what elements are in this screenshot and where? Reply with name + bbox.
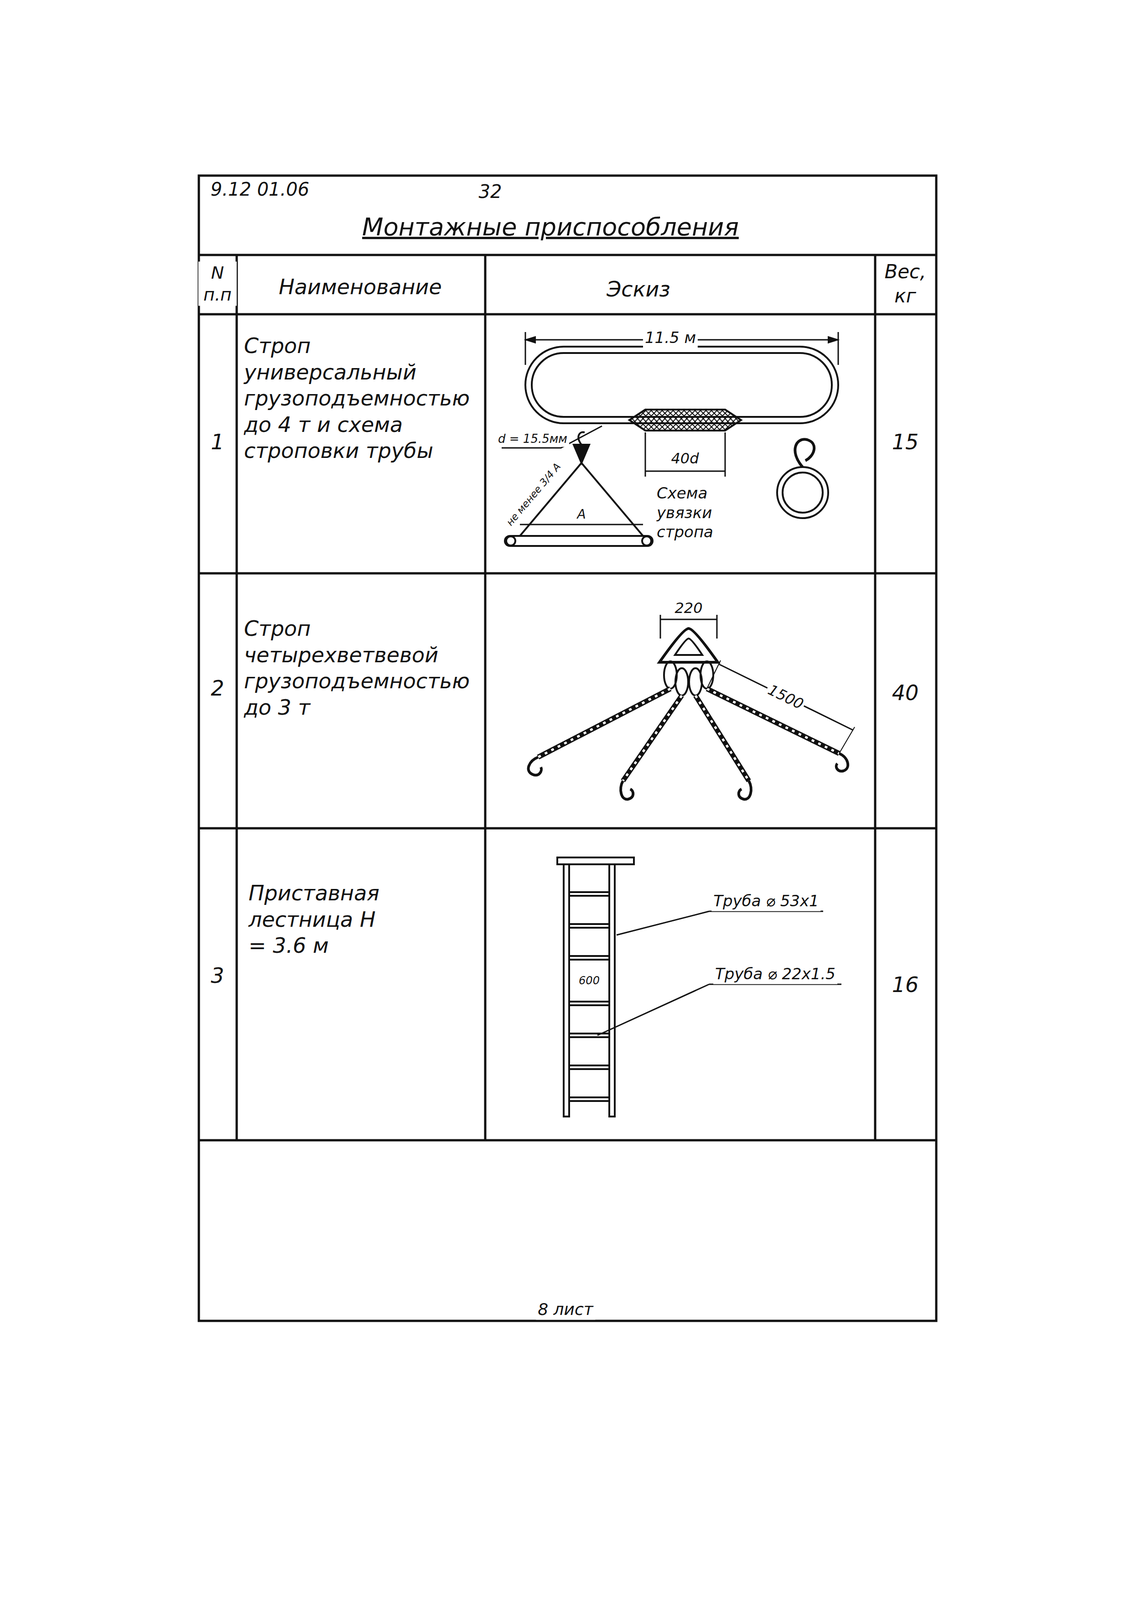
row-number: 3 xyxy=(208,962,226,990)
universal-sling-sketch-part xyxy=(629,409,742,431)
dimension: 11.5 м xyxy=(643,327,698,348)
ladder-sketch-part xyxy=(563,864,570,1117)
four-branch-sling-sketch-part xyxy=(659,628,718,663)
four-branch-sling-sketch-part xyxy=(839,726,855,754)
column-header: Наименование xyxy=(276,273,444,301)
sketch-caption: Схема увязки стропа xyxy=(656,483,762,542)
item-weight: 15 xyxy=(890,428,921,457)
page-number: 32 xyxy=(477,179,504,204)
four-branch-sling-sketch-part-part xyxy=(620,780,633,799)
dimension: А xyxy=(575,505,588,523)
universal-sling-sketch-part xyxy=(506,536,516,546)
four-branch-sling-sketch-part-part xyxy=(538,688,671,758)
universal-sling-sketch-part xyxy=(524,332,527,365)
table-frame-part xyxy=(198,827,937,830)
table-frame-part xyxy=(198,1139,937,1142)
four-branch-sling-sketch-part xyxy=(706,660,721,689)
part-note: Труба ⌀ 22x1.5 xyxy=(713,963,838,985)
universal-sling-sketch-part xyxy=(578,432,585,445)
dimension: 220 xyxy=(672,598,705,618)
table-frame-part xyxy=(198,175,937,1321)
column-header: Вес, кг xyxy=(878,259,933,309)
table-frame-part xyxy=(235,254,239,1141)
four-branch-sling-sketch-part xyxy=(716,614,718,639)
column-header: N п.п xyxy=(198,261,237,307)
sheet-footer: 8 лист xyxy=(535,1298,596,1320)
ladder-sketch-part xyxy=(616,911,824,935)
four-branch-sling-sketch-part xyxy=(674,638,703,655)
table-frame xyxy=(198,175,937,1321)
ladder-sketch-part xyxy=(609,864,615,1117)
universal-sling-sketch-part xyxy=(837,332,840,365)
sheet-code: 9.12 01.06 xyxy=(208,177,312,202)
ladder-sketch-part xyxy=(569,1065,610,1069)
dimension: 1500 xyxy=(763,679,809,715)
universal-sling-sketch-part xyxy=(645,470,726,473)
four-branch-sling-sketch-part-part xyxy=(622,695,682,781)
four-branch-sling-sketch-part-part xyxy=(538,688,671,758)
four-branch-sling-sketch-part xyxy=(660,618,717,621)
four-branch-sling-sketch-part-part xyxy=(528,757,542,775)
item-weight: 16 xyxy=(890,971,921,999)
universal-sling-sketch-part xyxy=(794,439,815,467)
table-frame-part xyxy=(484,254,487,1141)
ladder-sketch-part xyxy=(569,892,610,896)
universal-sling-sketch-part xyxy=(504,535,653,546)
four-branch-sling-sketch-part xyxy=(700,661,714,689)
item-weight: 40 xyxy=(890,679,921,707)
ladder-sketch-part xyxy=(569,955,610,960)
table-frame-part xyxy=(874,254,877,1141)
ladder-sketch-part xyxy=(569,923,610,928)
part-note: Труба ⌀ 53x1 xyxy=(711,890,821,912)
table-frame-part xyxy=(198,313,937,316)
universal-sling-sketch-part xyxy=(782,472,823,513)
item-name: Строп четырехветвевой грузоподъемностью … xyxy=(243,615,473,721)
ladder-sketch-part xyxy=(597,984,842,1036)
four-branch-sling-sketch-part-part xyxy=(836,753,848,772)
row-number: 2 xyxy=(208,674,226,703)
four-branch-sling-sketch-part xyxy=(675,668,689,696)
table-frame-part xyxy=(198,572,937,575)
row-number: 1 xyxy=(208,428,226,457)
ladder-sketch-part xyxy=(569,1097,610,1101)
page-title: Монтажные приспособления xyxy=(360,211,741,244)
four-branch-sling-sketch-part-part xyxy=(695,695,749,781)
four-branch-sling-sketch-part-part xyxy=(695,695,749,781)
item-name: Строп универсальный грузоподъемностью до… xyxy=(243,332,482,465)
universal-sling-sketch-part xyxy=(644,432,647,477)
ladder-sketch-part xyxy=(569,1033,610,1038)
dimension: не менее 3/4 А xyxy=(502,458,566,530)
four-branch-sling-sketch xyxy=(528,614,855,799)
universal-sling-sketch-part xyxy=(519,523,644,526)
item-name: Приставная лестница H = 3.6 м xyxy=(248,880,395,960)
four-branch-sling-sketch-part-part xyxy=(622,695,682,781)
ladder-sketch xyxy=(557,857,842,1117)
four-branch-sling-sketch-part xyxy=(659,614,662,639)
dimension: 600 xyxy=(576,973,602,988)
table-frame-part xyxy=(198,254,937,257)
four-branch-sling-sketch-part-part xyxy=(738,780,752,799)
four-branch-sling-sketch-part xyxy=(528,753,849,799)
dimension: 40d xyxy=(669,448,701,468)
ladder-sketch-part xyxy=(569,1001,610,1006)
ladder-sketch-part xyxy=(557,857,634,865)
universal-sling-sketch-part xyxy=(724,432,727,477)
universal-sling-sketch-part xyxy=(573,444,590,463)
universal-sling-sketch-part xyxy=(642,536,652,546)
dimension: d = 15.5мм xyxy=(496,430,570,447)
universal-sling-sketch-part xyxy=(777,466,829,519)
universal-sling-sketch-part xyxy=(531,352,832,417)
column-header: Эскиз xyxy=(604,275,673,304)
four-branch-sling-sketch-part xyxy=(718,664,854,731)
